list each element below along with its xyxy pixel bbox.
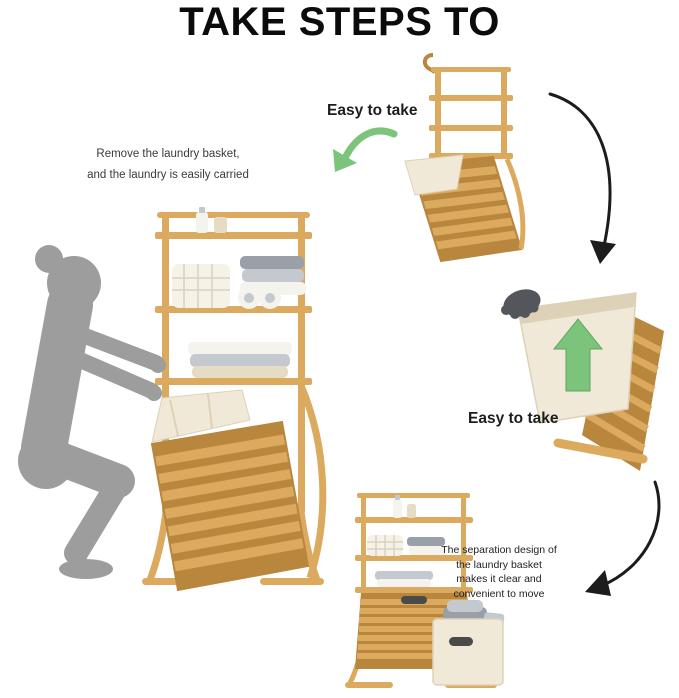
left-annotation: Remove the laundry basket, and the laund… (83, 144, 253, 186)
fabric-liner-small (404, 154, 464, 196)
step3-note: The separation design of the laundry bas… (441, 544, 557, 600)
separated-shelf-illustration (345, 493, 505, 688)
tilt-out-hamper (150, 420, 310, 592)
rolled-towels (238, 287, 281, 309)
folded-towels (188, 342, 292, 378)
hand-icon (501, 289, 541, 319)
basket-removal-illustration (501, 289, 664, 471)
step-arrow-1-icon (548, 92, 616, 264)
open-hamper-illustration (404, 53, 526, 263)
wall-hook-icon (422, 53, 436, 74)
left-annotation-line1: Remove the laundry basket, (96, 148, 240, 160)
step2-caption: Easy to take (468, 410, 559, 427)
left-annotation-line2: and the laundry is easily carried (87, 169, 249, 181)
storage-basket-small (367, 535, 403, 556)
step-arrow-2-icon (585, 480, 661, 596)
toiletry-bottles (196, 207, 227, 233)
storage-basket (172, 264, 230, 308)
shelf-frame-small (429, 67, 513, 159)
person-silhouette (18, 245, 166, 579)
towels-small (375, 537, 445, 587)
toiletry-bottles-small (393, 495, 416, 518)
main-shelf-illustration (142, 207, 327, 592)
step1-caption: Easy to take (327, 102, 418, 119)
page-title: TAKE STEPS TO (179, 0, 500, 44)
green-curved-arrow-icon (333, 127, 398, 172)
fabric-liner (151, 389, 251, 443)
green-up-arrow-icon (552, 318, 604, 392)
separated-basket (432, 600, 505, 686)
